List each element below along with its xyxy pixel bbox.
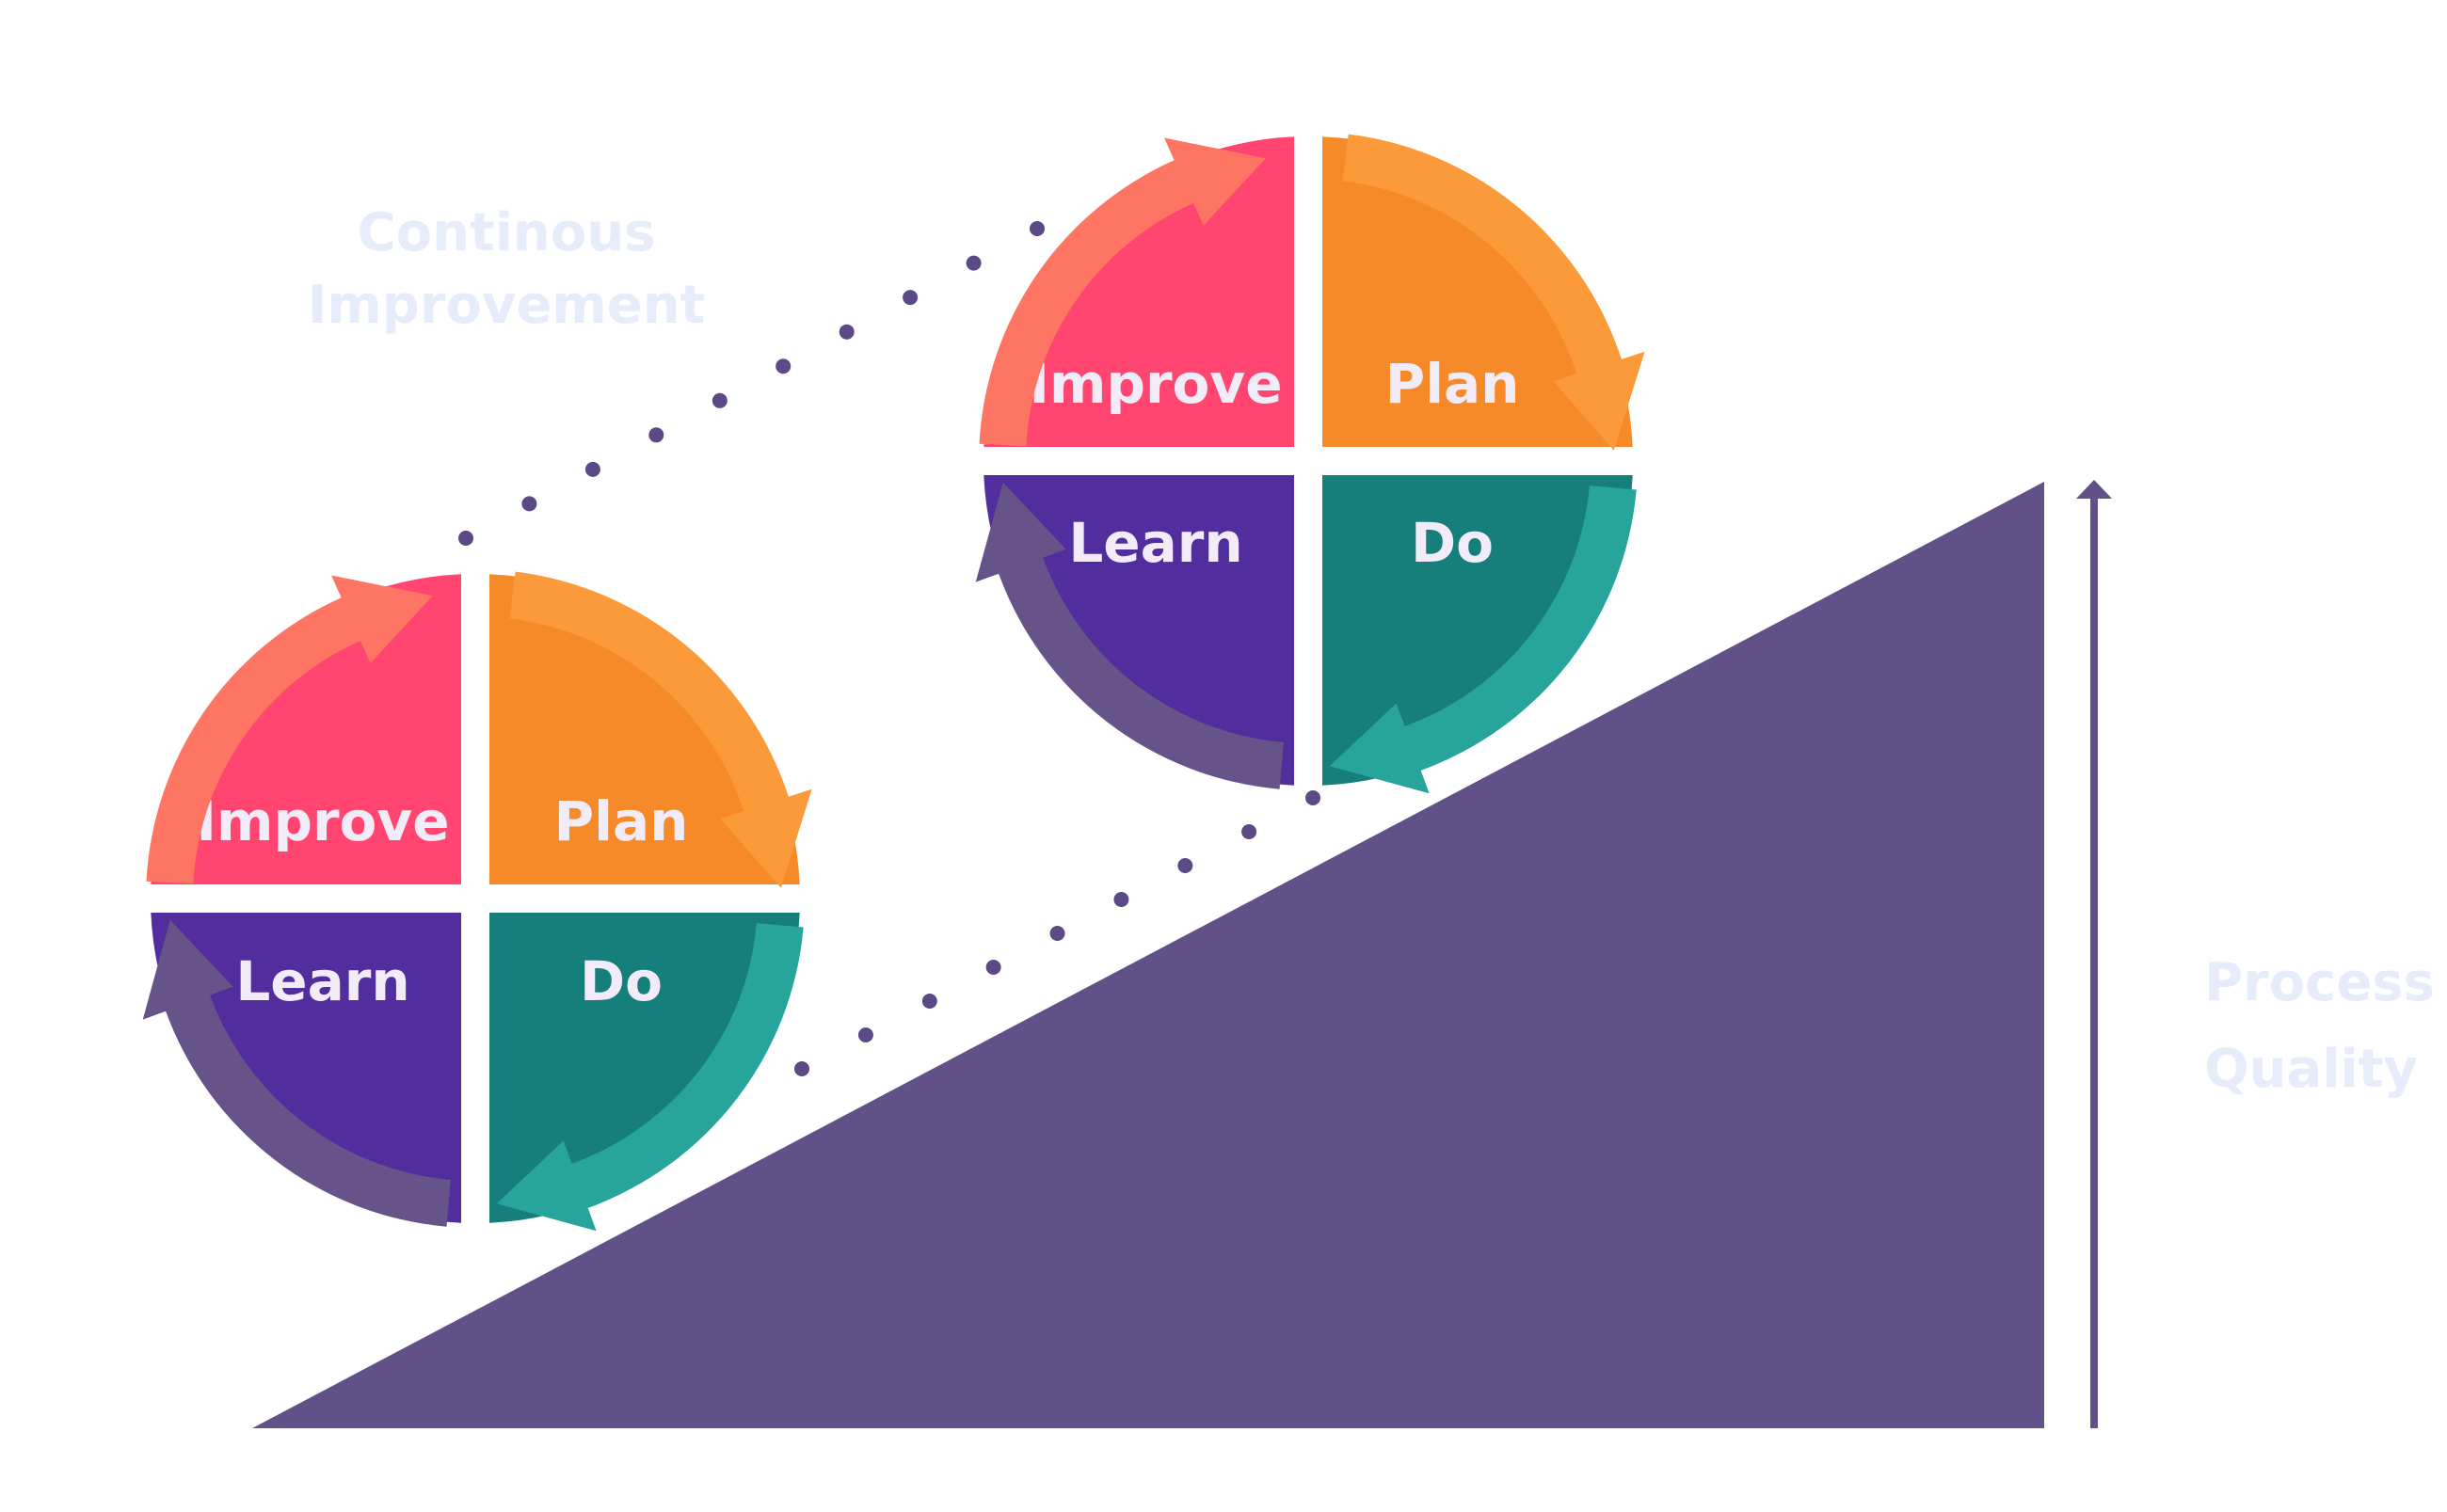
quadrant-do: Do [1322,475,1633,786]
quadrant-improve: Improve [984,136,1294,448]
connector-dot [712,392,728,408]
continuous-improvement-label-line1: Continous [358,202,656,263]
connector-dot [1241,824,1257,839]
pdca-cycle-upper: Improve Plan Learn Do [975,134,1645,794]
connector-dot [903,290,919,306]
connector-dot [584,461,600,477]
quadrant-improve: Improve [151,574,462,884]
process-quality-axis-arrow [2076,480,2112,1428]
quadrant-label-do: Do [580,949,663,1013]
arrow-learn-to-improve-icon [142,919,451,1227]
connector-dot [794,1061,809,1076]
process-quality-label: Process Quality [2204,952,2435,1100]
connector-dot [1049,926,1065,941]
connector-dot [921,994,937,1009]
quadrant-label-do: Do [1411,511,1494,575]
connector-dot [1305,790,1320,805]
quadrant-label-improve: Improve [196,789,449,853]
quadrant-label-improve: Improve [1029,352,1282,416]
process-quality-label-line2: Quality [2204,1039,2418,1100]
connector-dot [458,531,473,546]
arrow-improve-to-plan-icon [979,137,1266,447]
quadrant-do: Do [489,913,800,1223]
pdca-cycle-lower: Improve Plan Learn Do [142,571,812,1232]
quadrant-learn: Learn [984,475,1294,786]
connector-dot [776,358,792,374]
arrow-do-to-learn-icon [1329,485,1637,794]
continuous-improvement-label: Continous Improvement [308,202,706,336]
connector-dot [857,1027,873,1042]
quadrant-label-learn: Learn [235,949,409,1013]
connector-dot [966,255,982,271]
quadrant-label-learn: Learn [1068,511,1242,575]
arrow-improve-to-plan-icon [146,575,433,884]
continuous-improvement-label-line2: Improvement [308,275,706,336]
connector-dot [985,960,1001,975]
arrow-plan-to-do-icon [509,571,812,888]
quadrant-plan: Plan [1322,136,1633,448]
connector-dot [1113,892,1129,907]
quadrant-learn: Learn [151,913,462,1223]
connector-dot [521,496,537,512]
arrow-plan-to-do-icon [1342,134,1645,451]
quadrant-label-plan: Plan [1385,352,1520,416]
arrow-do-to-learn-icon [496,923,804,1232]
arrow-learn-to-improve-icon [975,482,1284,789]
quality-ramp [252,482,2044,1428]
connector-dot [648,427,664,443]
dotted-connector-top [458,221,1045,546]
quadrant-label-plan: Plan [554,789,689,853]
dotted-connector-bottom [794,790,1320,1076]
connector-dot [1177,858,1193,873]
process-quality-label-line1: Process [2204,952,2435,1013]
connector-dot [839,324,855,340]
connector-dot [1030,221,1045,236]
quadrant-plan: Plan [489,574,800,884]
